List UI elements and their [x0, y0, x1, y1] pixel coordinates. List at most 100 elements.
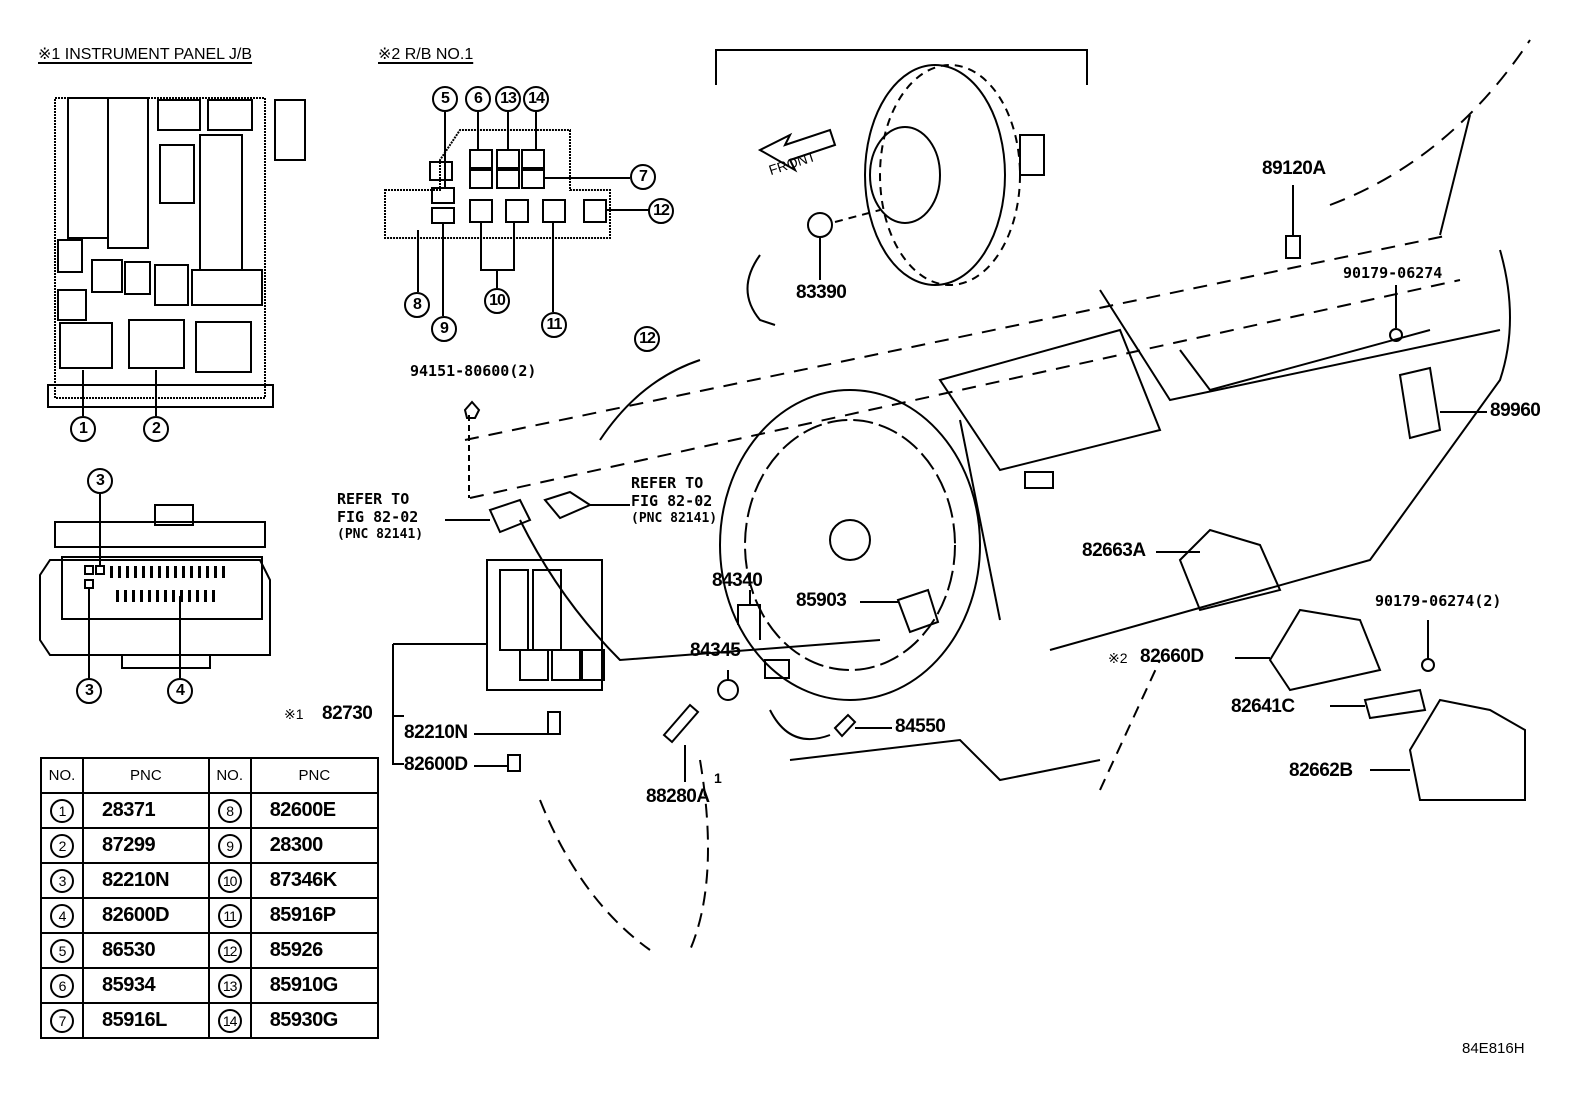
callout-8[interactable]: 8 — [404, 292, 430, 318]
refer-note-left-line1: REFER TO — [337, 490, 410, 508]
cell-no-right: 14 — [207, 1002, 252, 1039]
part-label-82730[interactable]: 82730 — [322, 703, 373, 724]
part-label-83390[interactable]: 83390 — [796, 282, 847, 303]
callout-4[interactable]: 4 — [167, 678, 193, 704]
callout-12[interactable]: 12 — [648, 198, 674, 224]
callout-3-top[interactable]: 3 — [87, 468, 113, 494]
callout-5[interactable]: 5 — [432, 86, 458, 112]
part-label-88280A[interactable]: 88280A — [646, 786, 710, 807]
part-88280A-superscript: 1 — [714, 770, 722, 786]
cell-pnc-left: 85934 — [82, 967, 210, 1004]
callout-number[interactable]: 2 — [50, 833, 74, 858]
callout-number[interactable]: 10 — [217, 868, 242, 893]
pnc-value: 87346K — [269, 869, 338, 891]
callout-number[interactable]: 14 — [217, 1008, 242, 1033]
callout-number[interactable]: 12 — [217, 938, 242, 963]
part-label-85903[interactable]: 85903 — [796, 590, 847, 611]
cell-no-right: 10 — [207, 862, 252, 899]
cell-pnc-left: 82600D — [82, 897, 210, 934]
pnc-value: 85910G — [269, 974, 339, 996]
cell-no-right: 11 — [207, 897, 252, 934]
refer-note-left-line3: (PNC 82141) — [337, 527, 424, 542]
callout-number[interactable]: 6 — [50, 973, 74, 998]
header-pnc-right: PNC — [249, 757, 380, 794]
cell-no-right: 8 — [207, 792, 252, 829]
callout-number[interactable]: 11 — [217, 903, 242, 928]
refer-note-right-line1: REFER TO — [631, 474, 704, 492]
table-row: 6 85934 13 85910G — [40, 967, 380, 1004]
cell-pnc-right: 85926 — [249, 932, 380, 969]
part-label-82210N[interactable]: 82210N — [404, 722, 468, 743]
callout-number[interactable]: 4 — [50, 903, 74, 928]
figure-code: 84E816H — [1462, 1040, 1525, 1057]
cell-no-left: 2 — [40, 827, 84, 864]
callout-14[interactable]: 14 — [523, 86, 549, 112]
part-label-84345[interactable]: 84345 — [690, 640, 741, 661]
junction-box-82730-drawing — [392, 400, 940, 782]
pnc-value: 85930G — [269, 1009, 339, 1031]
cell-no-right: 13 — [207, 967, 252, 1004]
instrument-panel-jb-drawing — [47, 97, 306, 416]
callout-3-bottom[interactable]: 3 — [76, 678, 102, 704]
cell-pnc-left: 82210N — [82, 862, 210, 899]
part-label-82600D[interactable]: 82600D — [404, 754, 468, 775]
cell-no-left: 5 — [40, 932, 84, 969]
cell-no-left: 4 — [40, 897, 84, 934]
callout-2[interactable]: 2 — [143, 416, 169, 442]
part-label-90179-06274-2[interactable]: 90179-06274(2) — [1375, 592, 1502, 610]
refer-note-right[interactable]: REFER TO FIG 82-02 (PNC 82141) — [631, 474, 717, 528]
part-label-84550[interactable]: 84550 — [895, 716, 946, 737]
callout-10[interactable]: 10 — [484, 288, 510, 314]
cell-pnc-right: 82600E — [249, 792, 380, 829]
part-label-82663A[interactable]: 82663A — [1082, 540, 1146, 561]
cell-pnc-right: 28300 — [249, 827, 380, 864]
cell-no-left: 3 — [40, 862, 84, 899]
callout-number[interactable]: 5 — [50, 938, 74, 963]
callout-number[interactable]: 13 — [217, 973, 242, 998]
refer-note-left-line2: FIG 82-02 — [337, 508, 419, 526]
part-label-89960[interactable]: 89960 — [1490, 400, 1541, 421]
callout-12-standalone[interactable]: 12 — [634, 326, 660, 352]
cell-no-left: 6 — [40, 967, 84, 1004]
callout-9[interactable]: 9 — [431, 316, 457, 342]
table-row: 1 28371 8 82600E — [40, 792, 380, 829]
pnc-value: 87299 — [102, 834, 156, 856]
cell-pnc-left: 28371 — [82, 792, 210, 829]
part-label-82662B[interactable]: 82662B — [1289, 760, 1353, 781]
part-82660D-marker: ※2 — [1108, 650, 1128, 666]
refer-note-left[interactable]: REFER TO FIG 82-02 (PNC 82141) — [337, 490, 423, 544]
table-row: 4 82600D 11 85916P — [40, 897, 380, 934]
pnc-value: 85916P — [269, 904, 336, 926]
part-label-84340[interactable]: 84340 — [712, 570, 763, 591]
table-row: 5 86530 12 85926 — [40, 932, 380, 969]
pnc-value: 82600D — [102, 904, 170, 926]
instrument-panel-jb-title: ※1 INSTRUMENT PANEL J/B — [38, 46, 253, 63]
pnc-value: 86530 — [102, 939, 156, 961]
part-label-82660D[interactable]: 82660D — [1140, 646, 1204, 667]
callout-13[interactable]: 13 — [495, 86, 521, 112]
right-side-parts-drawing — [1156, 185, 1526, 801]
part-label-90179-06274[interactable]: 90179-06274 — [1343, 264, 1443, 282]
callout-number[interactable]: 3 — [50, 868, 74, 893]
callout-number[interactable]: 8 — [217, 798, 242, 823]
pnc-value: 82600E — [269, 799, 336, 821]
callout-7[interactable]: 7 — [630, 164, 656, 190]
callout-11[interactable]: 11 — [541, 312, 567, 338]
cell-pnc-left: 87299 — [82, 827, 210, 864]
callout-1[interactable]: 1 — [70, 416, 96, 442]
callout-number[interactable]: 7 — [50, 1008, 74, 1033]
header-no-right: NO. — [207, 757, 252, 794]
table-row: 3 82210N 10 87346K — [40, 862, 380, 899]
callout-number[interactable]: 1 — [50, 798, 74, 823]
part-label-94151-80600[interactable]: 94151-80600(2) — [410, 362, 537, 380]
callout-6[interactable]: 6 — [465, 86, 491, 112]
relay-block-drawing — [384, 112, 650, 316]
callout-number[interactable]: 9 — [217, 833, 242, 858]
part-label-89120A[interactable]: 89120A — [1262, 158, 1326, 179]
part-label-82641C[interactable]: 82641C — [1231, 696, 1295, 717]
relay-block-title: ※2 R/B NO.1 — [378, 46, 474, 63]
header-no-left: NO. — [40, 757, 84, 794]
